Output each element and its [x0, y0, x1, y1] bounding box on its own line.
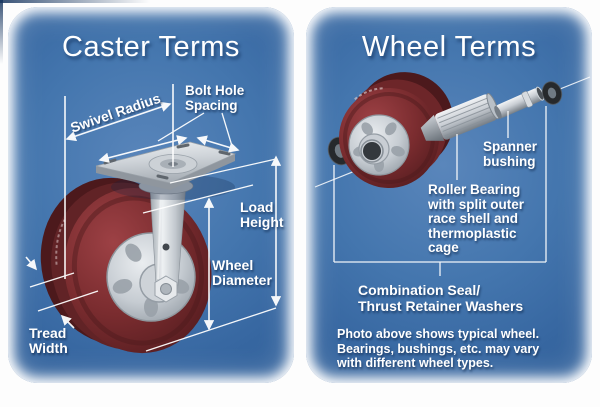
- roller-bearing-label: Roller Bearing with split outer race she…: [428, 182, 524, 255]
- caster-wheel-hub: [106, 232, 196, 322]
- wheel-panel-title: Wheel Terms: [361, 31, 537, 63]
- wheel-terms-panel: Wheel Terms Spanner bushing Roller Beari…: [306, 7, 592, 383]
- wheel-diameter-label: Wheel Diameter: [212, 257, 272, 288]
- thrust-washer-right: [541, 81, 563, 105]
- wheel-top-tangent-line: [142, 184, 254, 214]
- spanner-bushing-label: Spanner bushing: [483, 139, 538, 169]
- tread-back-tangent-line: [37, 290, 99, 312]
- measurement-lines: [25, 84, 282, 352]
- caster-illustration: [25, 84, 282, 354]
- washer-bracket: [333, 106, 547, 276]
- load-height-label: Load Height: [240, 199, 284, 230]
- tread-width-label: Tread Width: [29, 325, 68, 356]
- mounting-plate: [95, 141, 237, 200]
- caster-terms-panel: Caster Terms Swivel Radius Bolt Hole Spa…: [8, 7, 294, 383]
- bolt-hole-spacing-label: Bolt Hole Spacing: [185, 83, 245, 113]
- leader-lines: [333, 106, 547, 276]
- axle-nut: [154, 275, 178, 303]
- plate-level-line: [169, 158, 277, 184]
- wheel-hub: [348, 114, 410, 176]
- bolt-hole-leader-lines: [157, 112, 233, 147]
- footnote-text: Photo above shows typical wheel. Bearing…: [337, 327, 540, 370]
- combination-seal-label: Combination Seal/ Thrust Retainer Washer…: [358, 282, 524, 314]
- spanner-bushing-graphic: [494, 86, 545, 119]
- bolt-hole-arrow-left: [98, 135, 188, 163]
- scan-edge-artifact-left: [0, 0, 3, 64]
- caster-panel-title: Caster Terms: [62, 31, 240, 63]
- tread-width-arrow-lower: [60, 314, 75, 329]
- wheel-brand-marking: [55, 219, 66, 265]
- bolt-hole-arrow-right: [196, 135, 240, 153]
- tread-width-arrow-upper: [25, 256, 37, 271]
- swivel-radius-arrow: [65, 101, 172, 142]
- tread-front-tangent-line: [29, 272, 75, 288]
- wheel-brand-marking: [354, 87, 384, 101]
- scan-edge-artifact-top: [0, 0, 150, 3]
- wheel-illustration: [314, 72, 591, 276]
